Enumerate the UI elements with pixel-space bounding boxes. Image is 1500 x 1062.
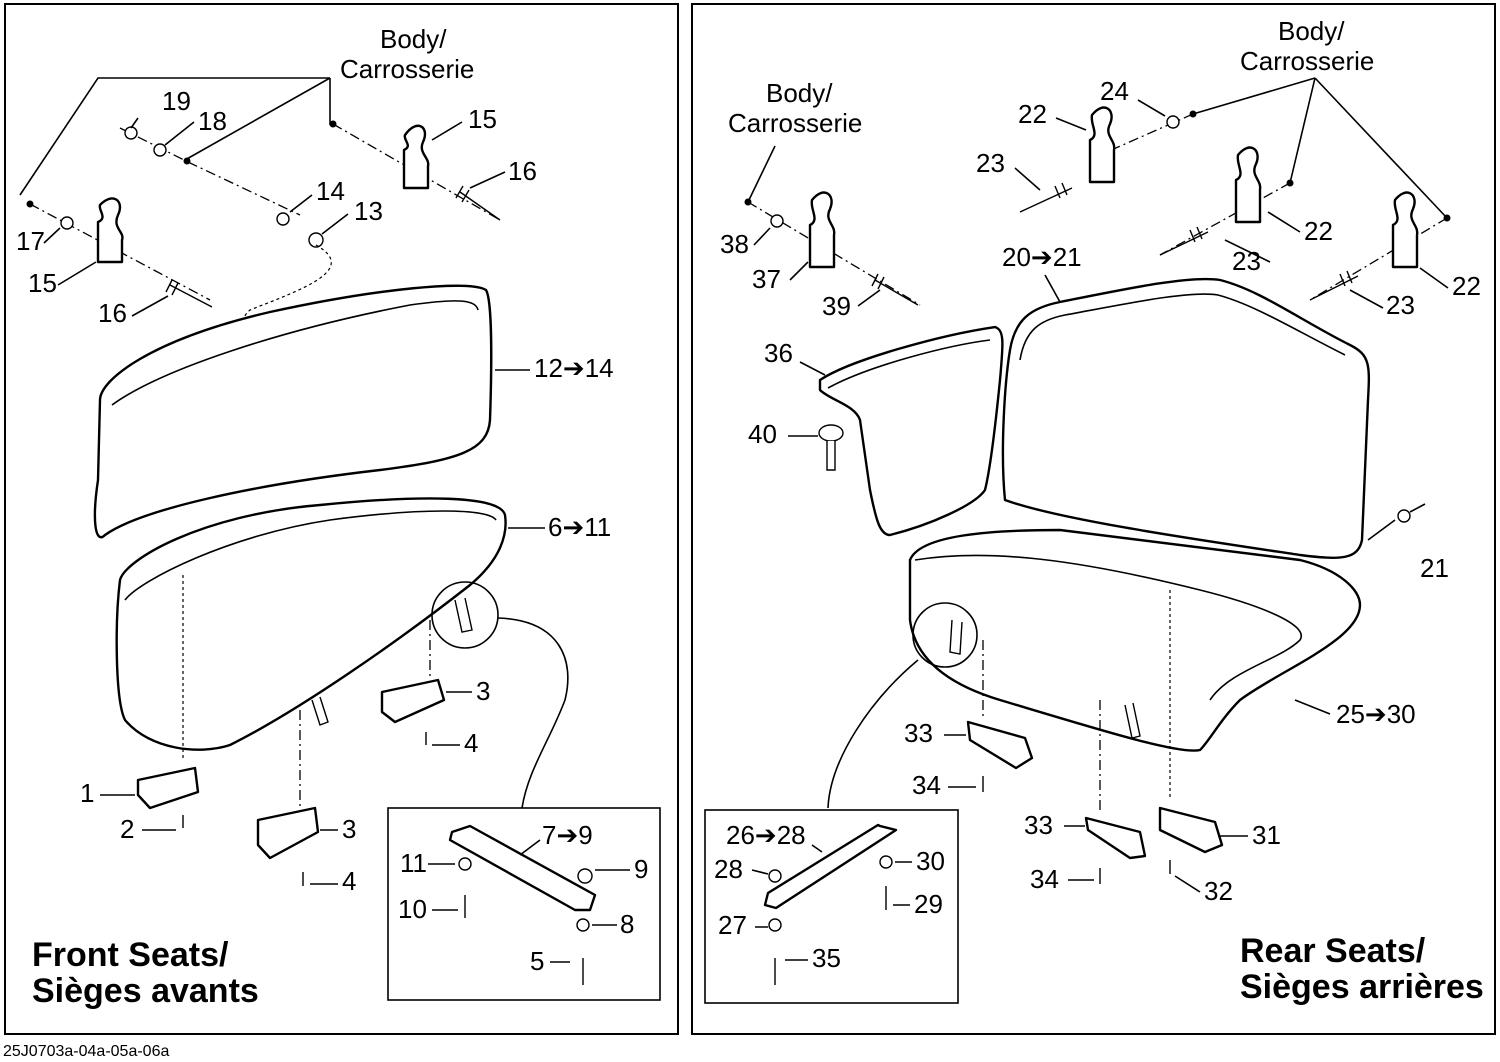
callout-34: 34 [1030, 864, 1059, 894]
rear-body-b-label-line1: Body/ [1278, 16, 1345, 46]
bracket-icon [96, 197, 124, 264]
callout-22: 22 [1018, 99, 1047, 129]
rear-leader-lines [751, 99, 1449, 961]
front-title-line2: Sièges avants [32, 972, 259, 1010]
rear-bracket-assemblies [747, 106, 1448, 306]
rear-body-b-label-line2: Carrosserie [1240, 46, 1374, 76]
push-rivet-icon [818, 424, 844, 442]
callout-12-14: 12➔14 [534, 353, 614, 383]
callout-18: 18 [198, 106, 227, 136]
callout-5: 5 [530, 946, 544, 976]
front-seat-mount-blocks [136, 678, 446, 886]
bracket-icon [1088, 106, 1116, 184]
callout-27: 27 [718, 910, 747, 940]
seat-rail-icon [448, 824, 597, 912]
rear-body-a-label-line1: Body/ [766, 78, 833, 108]
callout-34: 34 [912, 770, 941, 800]
front-leader-lines [43, 117, 630, 963]
callout-40: 40 [748, 419, 777, 449]
drawing-code: 25J0703a-04a-05a-06a [3, 1043, 169, 1060]
callout-28: 28 [714, 854, 743, 884]
rear-seat-cushion [908, 528, 1362, 752]
callout-19: 19 [162, 86, 191, 116]
seat-rail-icon [763, 823, 898, 910]
callout-2: 2 [120, 814, 134, 844]
front-callouts: 19 18 15 16 14 13 17 15 16 12➔14 6➔11 3 … [16, 86, 648, 976]
front-body-lines [19, 77, 337, 208]
callout-15: 15 [468, 104, 497, 134]
rear-seat-mount-blocks [966, 720, 1224, 884]
bracket-icon [402, 124, 430, 190]
callout-8: 8 [620, 909, 634, 939]
callout-23: 23 [976, 148, 1005, 178]
bracket-icon [1234, 146, 1262, 224]
callout-31: 31 [1252, 820, 1281, 850]
front-left-bracket-assembly [29, 197, 213, 308]
front-body-label-line1: Body/ [380, 24, 447, 54]
front-seat-cushion [115, 497, 507, 751]
callout-33: 33 [1024, 810, 1053, 840]
callout-33: 33 [904, 718, 933, 748]
front-body-label-line2: Carrosserie [340, 54, 474, 84]
callout-17: 17 [16, 226, 45, 256]
callout-24: 24 [1100, 76, 1129, 106]
callout-14: 14 [316, 176, 345, 206]
callout-3: 3 [342, 814, 356, 844]
callout-35: 35 [812, 943, 841, 973]
rear-callouts: 24 22 23 22 23 22 23 38 37 39 20➔21 36 4… [714, 76, 1481, 973]
callout-1: 1 [80, 778, 94, 808]
front-backrest [93, 284, 493, 539]
bracket-icon [808, 191, 836, 269]
rear-side-arm [818, 325, 1004, 537]
front-panel-frame [4, 3, 679, 1035]
callout-16: 16 [98, 298, 127, 328]
callout-22: 22 [1452, 271, 1481, 301]
callout-13: 13 [354, 196, 383, 226]
callout-3: 3 [476, 676, 490, 706]
callout-22: 22 [1304, 216, 1333, 246]
bracket-icon [1391, 191, 1419, 269]
rear-body-a-label-line2: Carrosserie [728, 108, 862, 138]
front-detail-box [387, 807, 661, 1001]
callout-29: 29 [914, 889, 943, 919]
callout-15: 15 [28, 268, 57, 298]
front-title-line1: Front Seats/ [32, 936, 229, 974]
callout-11: 11 [400, 848, 427, 878]
callout-25-30: 25➔30 [1336, 699, 1416, 729]
callout-16: 16 [508, 156, 537, 186]
rear-detail-box [704, 809, 959, 1004]
rear-title-line2: Sièges arrières [1240, 968, 1484, 1006]
callout-23: 23 [1386, 290, 1415, 320]
callout-7-9: 7➔9 [542, 820, 593, 850]
rear-panel-frame [691, 3, 1496, 1035]
rear-title-line1: Rear Seats/ [1240, 932, 1426, 970]
callout-21: 21 [1420, 553, 1449, 583]
rear-backrest [1001, 277, 1371, 559]
callout-38: 38 [720, 229, 749, 259]
callout-32: 32 [1204, 876, 1233, 906]
callout-36: 36 [764, 338, 793, 368]
callout-26-28: 26➔28 [726, 820, 806, 850]
callout-6-11: 6➔11 [548, 512, 611, 542]
callout-4: 4 [342, 866, 356, 896]
rear-body-lines [744, 77, 1451, 222]
callout-4: 4 [464, 728, 478, 758]
callout-20-21: 20➔21 [1002, 242, 1082, 272]
callout-37: 37 [752, 264, 781, 294]
front-right-bracket-assembly [119, 123, 501, 326]
callout-30: 30 [916, 846, 945, 876]
callout-39: 39 [822, 291, 851, 321]
callout-9: 9 [634, 854, 648, 884]
callout-10: 10 [398, 894, 427, 924]
